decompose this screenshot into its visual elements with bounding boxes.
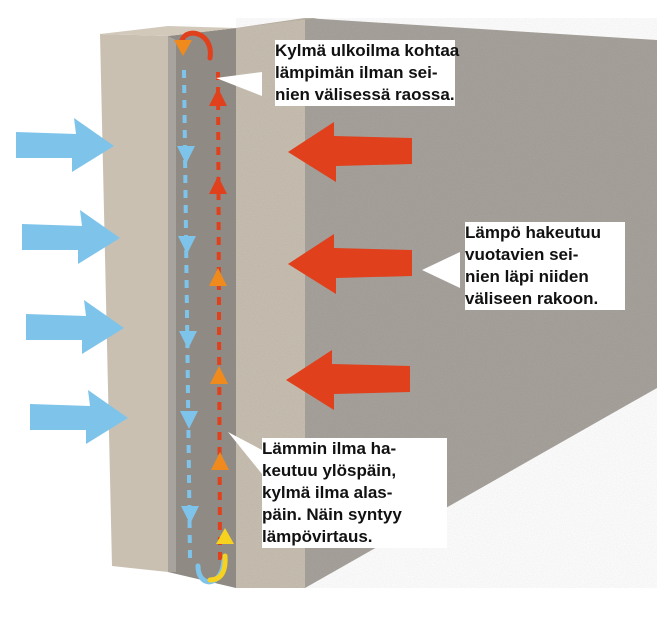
callout-bottom-line-1: Lämmin ilma ha- (262, 439, 397, 458)
callout-right-pointer (422, 252, 460, 288)
callout-bottom-line-5: lämpövirtaus. (262, 527, 373, 546)
callout-right-line-3: nien läpi niiden (465, 267, 589, 286)
arrow-down-icon (181, 506, 199, 524)
callout-top-line-3: nien välisessä raossa. (275, 85, 455, 104)
circular-arrow-icon-bottom (195, 528, 234, 585)
callout-heat-flow: Lämmin ilma ha- keutuu ylöspäin, kylmä i… (262, 438, 447, 548)
arrow-up-icon (211, 452, 229, 470)
arrow-left-icon (288, 122, 412, 182)
cavity-flow (177, 69, 229, 561)
callout-bottom-line-3: kylmä ilma alas- (262, 483, 393, 502)
callout-top-line-2: lämpimän ilman sei- (275, 63, 438, 82)
callout-right-line-4: väliseen rakoon. (465, 289, 599, 308)
callout-top-line-1: Kylmä ulkoilma kohtaa (275, 41, 460, 60)
warm-upflow-line (216, 69, 222, 561)
callout-bottom-pointer (228, 432, 262, 474)
callout-bottom-line-2: keutuu ylöspäin, (262, 461, 397, 480)
arrow-right-icon (16, 118, 114, 172)
callout-top-pointer (216, 72, 262, 96)
callout-cold-meets-warm: Kylmä ulkoilma kohtaa lämpimän ilman sei… (275, 40, 460, 106)
arrow-up-icon (210, 366, 228, 384)
callout-heat-leak: Lämpö hakeutuu vuotavien sei- nien läpi … (465, 222, 625, 310)
arrow-left-icon (288, 234, 412, 294)
arrow-left-icon (286, 350, 410, 410)
arrow-up-icon (209, 88, 227, 106)
arrow-down-icon (179, 331, 197, 349)
arrow-down-icon (177, 146, 195, 164)
arrow-right-icon (30, 390, 128, 444)
callout-right-line-2: vuotavien sei- (465, 245, 579, 264)
arrow-down-icon (180, 411, 198, 429)
outer-wall-top (100, 26, 236, 36)
arrow-up-icon (209, 268, 227, 286)
callout-right-line-1: Lämpö hakeutuu (465, 223, 602, 242)
arrow-right-icon (26, 300, 124, 354)
arrow-right-icon (22, 210, 120, 264)
outer-wall (100, 26, 236, 572)
cold-air-arrows (16, 118, 128, 444)
arrow-up-icon (209, 176, 227, 194)
heat-arrows (286, 122, 412, 410)
arrow-down-icon (178, 236, 196, 254)
circular-arrow-icon-top (174, 30, 213, 61)
outer-wall-face (100, 34, 168, 572)
callout-bottom-line-4: päin. Näin syntyy (262, 505, 402, 524)
air-gap (168, 28, 236, 588)
